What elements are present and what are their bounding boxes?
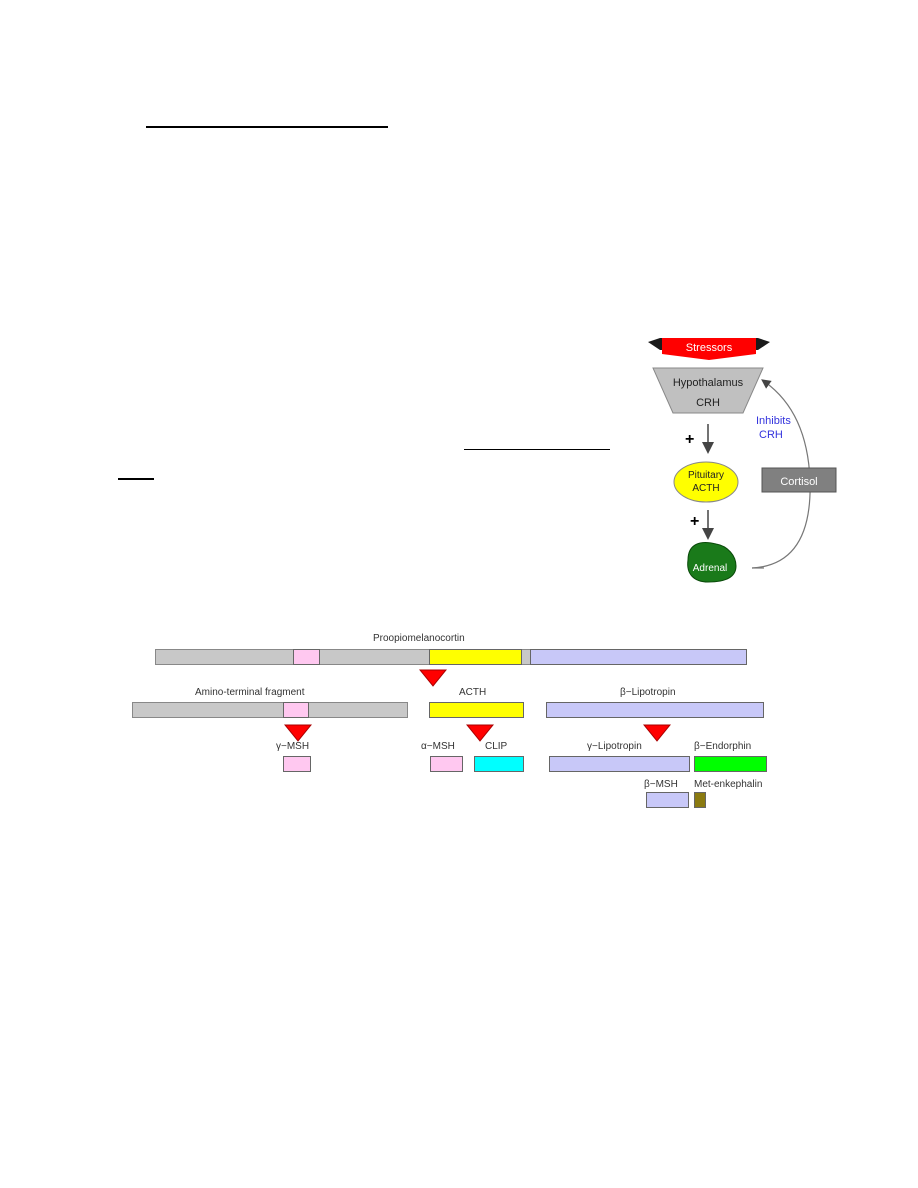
hpa-axis-diagram: Stressors Hypothalamus CRH + Pituitary A… xyxy=(648,338,837,583)
clip-label: CLIP xyxy=(485,741,508,752)
amino-terminal-fragment-label: Amino-terminal fragment xyxy=(195,687,305,698)
beta-msh-label: β−MSH xyxy=(644,779,678,790)
hypothalamus-label: Hypothalamus xyxy=(673,377,744,389)
cortisol-label: Cortisol xyxy=(780,476,817,488)
stimulate-plus-2: + xyxy=(690,513,699,530)
cleavage-arrow-icon xyxy=(419,669,447,687)
cortisol-node: Cortisol xyxy=(761,467,837,493)
pomc-gamma-msh-segment xyxy=(293,649,320,665)
text-underline xyxy=(464,449,610,450)
cleavage-arrow-icon xyxy=(284,724,312,742)
cleavage-arrow-icon xyxy=(643,724,671,742)
gamma-msh-bar xyxy=(283,756,311,772)
pituitary-label: Pituitary xyxy=(688,470,724,481)
adrenal-label: Adrenal xyxy=(693,563,727,574)
met-enkephalin-bar xyxy=(694,792,706,808)
clip-bar xyxy=(474,756,524,772)
pomc-lipotropin-segment xyxy=(530,649,747,665)
heading-underline xyxy=(146,126,388,128)
met-enkephalin-label: Met-enkephalin xyxy=(694,779,763,790)
crh-label: CRH xyxy=(696,397,720,409)
stimulate-plus-1: + xyxy=(685,431,694,448)
gamma-msh-label: γ−MSH xyxy=(276,741,310,752)
beta-lipotropin-bar xyxy=(546,702,764,718)
stressors-banner: Stressors xyxy=(648,338,770,360)
proopiomelanocortin-label: Proopiomelanocortin xyxy=(373,633,465,644)
beta-msh-bar xyxy=(646,792,689,808)
adrenal-node: Adrenal xyxy=(687,542,737,583)
amino-fragment-gamma-msh-segment xyxy=(283,702,309,718)
acth-bar xyxy=(429,702,524,718)
amino-terminal-fragment-bar xyxy=(132,702,408,718)
hypothalamus-node: Hypothalamus CRH xyxy=(652,367,764,414)
beta-endorphin-bar xyxy=(694,756,767,772)
beta-endorphin-label: β−Endorphin xyxy=(694,741,752,752)
pituitary-node: Pituitary ACTH xyxy=(673,461,739,503)
alpha-msh-bar xyxy=(430,756,463,772)
inhibits-label: Inhibits xyxy=(756,415,791,427)
gamma-lipotropin-label: γ−Lipotropin xyxy=(587,741,642,752)
cleavage-arrow-icon xyxy=(466,724,494,742)
inhibits-crh-label: CRH xyxy=(759,429,783,441)
acth-hormone-label: ACTH xyxy=(692,483,719,494)
stressors-label: Stressors xyxy=(686,342,733,354)
pomc-acth-segment xyxy=(429,649,522,665)
gamma-lipotropin-bar xyxy=(549,756,690,772)
text-underline-short xyxy=(118,478,154,480)
acth-fragment-label: ACTH xyxy=(459,687,487,698)
alpha-msh-label: α−MSH xyxy=(421,741,455,752)
beta-lipotropin-label: β−Lipotropin xyxy=(620,687,676,698)
